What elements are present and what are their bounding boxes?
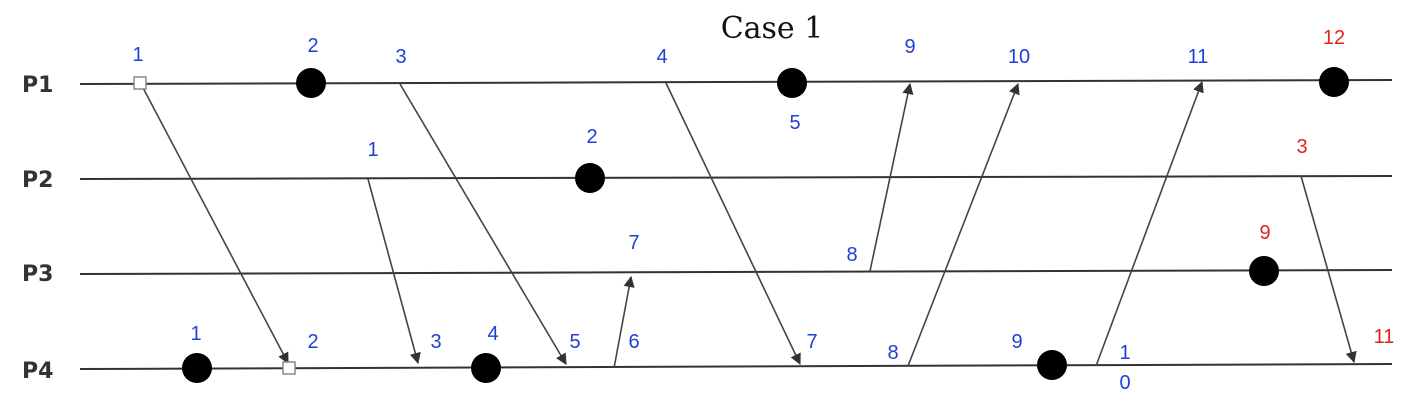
timeline-p3 [79,269,1393,275]
event-label: 0 [1119,372,1130,394]
event-label: 2 [307,331,318,353]
process-label-p4: P4 [22,359,53,384]
event-label: 1 [1119,342,1130,364]
event-dot [471,353,501,383]
event-label: 5 [789,112,800,134]
process-label-p3: P3 [22,262,53,287]
message-arrow [1300,175,1357,364]
event-label: 3 [1296,136,1307,158]
event-label: 9 [1259,222,1270,244]
event-label: 6 [628,331,639,353]
event-label: 1 [367,139,378,161]
message-arrow [140,83,289,364]
event-label: 2 [307,35,318,57]
message-arrow [399,83,567,365]
message-arrow [367,178,421,365]
event-label: 9 [1011,331,1022,353]
event-label: 12 [1323,27,1345,49]
event-dot [1249,256,1279,286]
event-dot [1319,67,1349,97]
diagram-title: Case 1 [721,11,824,46]
message-arrow [613,275,635,369]
event-label: 4 [656,46,667,68]
timeline-p1 [79,79,1393,85]
event-label: 2 [586,126,597,148]
event-label: 7 [628,232,639,254]
event-label: 9 [904,36,915,58]
event-dot [777,68,807,98]
event-dot [575,163,605,193]
event-marker-open [282,361,296,375]
event-label: 11 [1374,326,1395,348]
message-arrow [1095,80,1204,367]
timeline-p4 [79,363,1393,370]
process-label-p1: P1 [22,73,53,98]
event-label: 3 [395,46,406,68]
message-arrow [665,82,801,366]
message-arrow [907,82,1020,367]
event-label: 1 [132,44,143,66]
event-dot [296,68,326,98]
event-label: 3 [430,331,441,353]
event-label: 4 [487,323,498,345]
event-dot [182,353,212,383]
event-label: 8 [887,342,898,364]
event-marker-open [133,76,147,90]
event-dot [1037,350,1067,380]
event-label: 7 [806,331,817,353]
event-label: 8 [846,244,857,266]
event-label: 11 [1188,46,1209,68]
event-label: 1 [190,323,201,345]
event-label: 10 [1008,46,1030,68]
timeline-p2 [79,175,1393,180]
event-label: 5 [569,331,580,353]
message-arrow [869,82,914,272]
process-label-p2: P2 [22,168,53,193]
